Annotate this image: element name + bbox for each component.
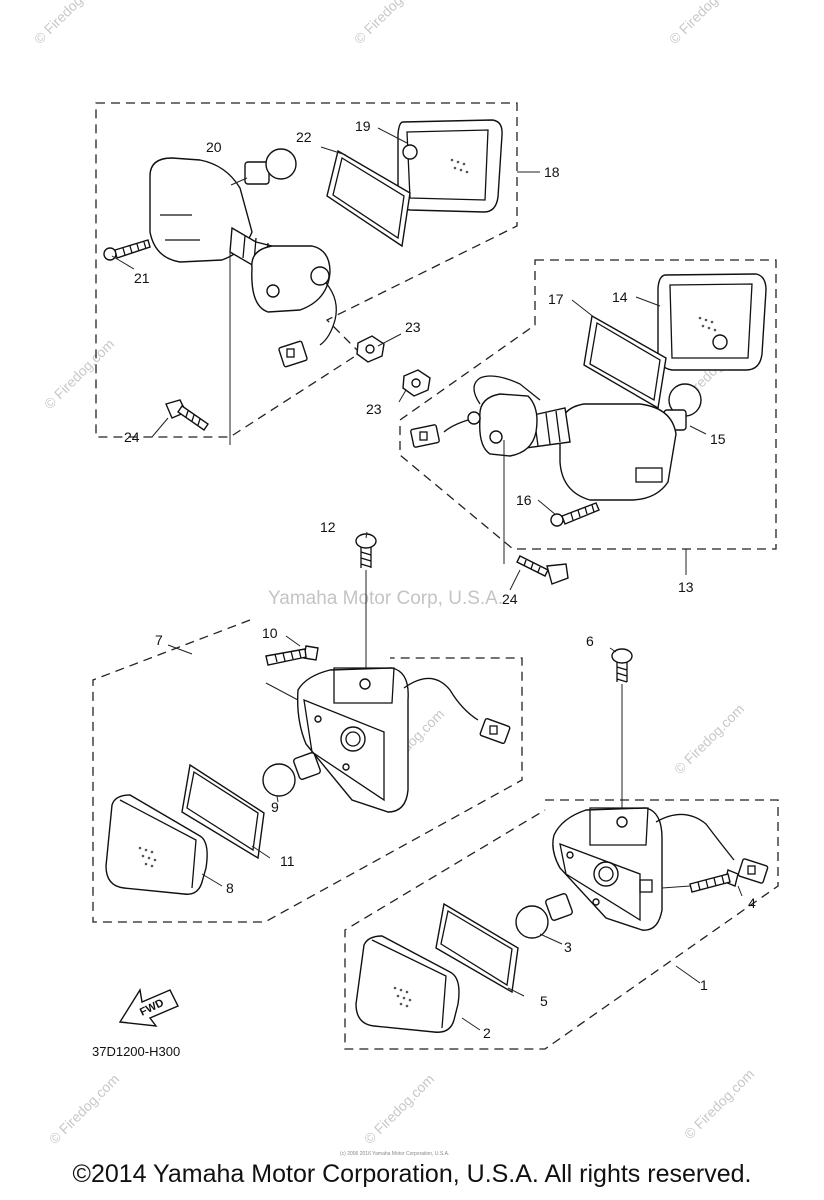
callout-3: 3: [564, 939, 572, 955]
callout-1: 1: [700, 977, 708, 993]
part-callouts: 1 2 3 4 5 6 7 8 9 10 11 12 13 14 15 16 1…: [124, 118, 756, 1041]
copyright-notice: ©2014 Yamaha Motor Corporation, U.S.A. A…: [72, 1160, 752, 1188]
callout-20: 20: [206, 139, 222, 155]
callout-23: 23: [366, 401, 382, 417]
assembly-7: [92, 531, 523, 923]
parts-diagram: © Firedog.com © Firedog.com © Firedog.co…: [31, 0, 779, 1157]
watermark-site: © Firedog.com: [671, 701, 747, 777]
callout-4: 4: [748, 895, 756, 911]
callout-11: 11: [280, 853, 295, 869]
callout-5: 5: [540, 993, 548, 1009]
callout-17: 17: [548, 291, 564, 307]
watermark-site: © Firedog.com: [46, 1071, 122, 1147]
watermark-center: Yamaha Motor Corp, U.S.A.: [268, 588, 503, 609]
callout-22: 22: [296, 129, 312, 145]
callout-21: 21: [134, 270, 150, 286]
callout-8: 8: [226, 880, 234, 896]
watermark-site: © Firedog.com: [666, 0, 742, 47]
fwd-arrow-icon: FWD: [118, 988, 179, 1027]
watermark-site: © Firedog.com: [351, 0, 427, 47]
watermark-site: © Firedog.com: [31, 0, 107, 47]
callout-23: 23: [405, 319, 421, 335]
watermark-site: © Firedog.com: [361, 1071, 437, 1147]
callout-9: 9: [271, 799, 279, 815]
callout-12: 12: [320, 519, 336, 535]
assembly-18: [95, 102, 540, 445]
callout-6: 6: [586, 633, 594, 649]
assembly-1: [344, 647, 779, 1050]
callout-10: 10: [262, 625, 278, 641]
callout-19: 19: [355, 118, 371, 134]
callout-24: 24: [124, 429, 140, 445]
assembly-13: [398, 259, 777, 591]
fine-print: (c) 2006 2016 Yamaha Motor Corporation, …: [340, 1151, 449, 1157]
callout-24: 24: [502, 591, 518, 607]
watermark-site: © Firedog.com: [41, 336, 117, 412]
callout-15: 15: [710, 431, 726, 447]
callout-13: 13: [678, 579, 694, 595]
callout-18: 18: [544, 164, 560, 180]
watermark-site: © Firedog.com: [681, 1066, 757, 1142]
drawing-code: 37D1200-H300: [92, 1044, 180, 1059]
callout-2: 2: [483, 1025, 491, 1041]
callout-14: 14: [612, 289, 628, 305]
callout-16: 16: [516, 492, 532, 508]
callout-7: 7: [155, 632, 163, 648]
